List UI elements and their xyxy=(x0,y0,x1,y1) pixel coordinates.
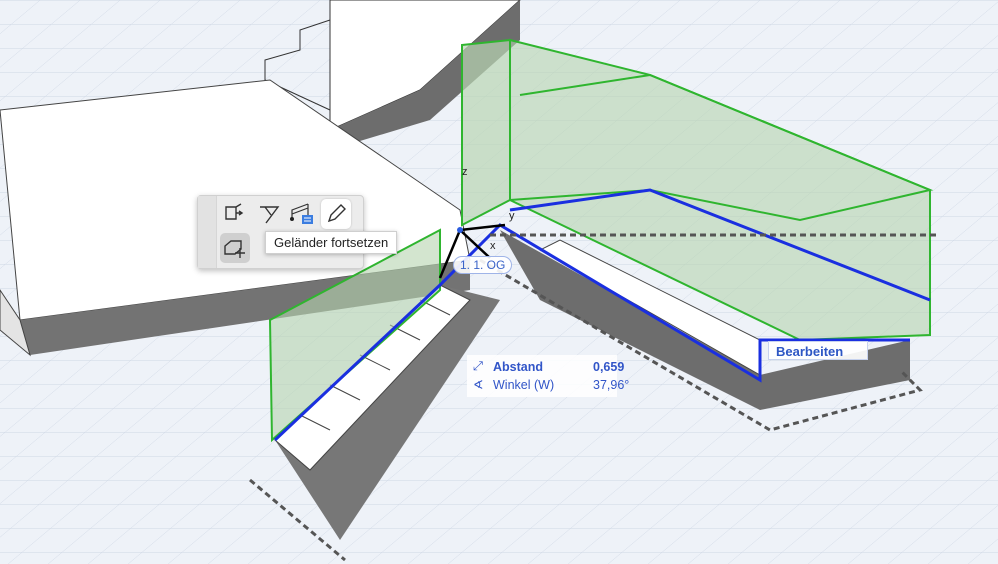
tracker: ⤢ Abstand 0,659 ∢ Winkel (W) 37,96° xyxy=(467,355,629,397)
dashed-outline xyxy=(249,233,940,562)
axis-gizmo xyxy=(438,223,506,279)
axis-z-label: z xyxy=(462,166,468,178)
railing xyxy=(268,38,934,443)
angle-label: Winkel (W) xyxy=(493,377,555,392)
axis-y-label: y xyxy=(509,210,515,222)
distance-label: Abstand xyxy=(493,359,543,374)
axis-x-label: x xyxy=(490,240,496,252)
pencil-icon[interactable] xyxy=(321,199,351,229)
distance-icon: ⤢ xyxy=(473,359,484,373)
selection-outline xyxy=(273,223,910,442)
edit-button[interactable]: Bearbeiten xyxy=(768,341,868,360)
angle-icon: ∢ xyxy=(473,378,484,392)
distance-value[interactable]: 0,659 xyxy=(593,359,625,374)
move-icon[interactable] xyxy=(220,233,250,263)
story-label: 1. 1. OG xyxy=(453,256,513,274)
angle-value[interactable]: 37,96° xyxy=(593,377,630,392)
angle-icon[interactable] xyxy=(254,199,284,229)
palette-grip[interactable] xyxy=(198,196,217,268)
railing-settings-icon[interactable] xyxy=(287,199,317,229)
upper-stair xyxy=(264,0,521,150)
transform-icon[interactable] xyxy=(220,199,250,229)
tooltip: Geländer fortsetzen xyxy=(265,231,398,254)
